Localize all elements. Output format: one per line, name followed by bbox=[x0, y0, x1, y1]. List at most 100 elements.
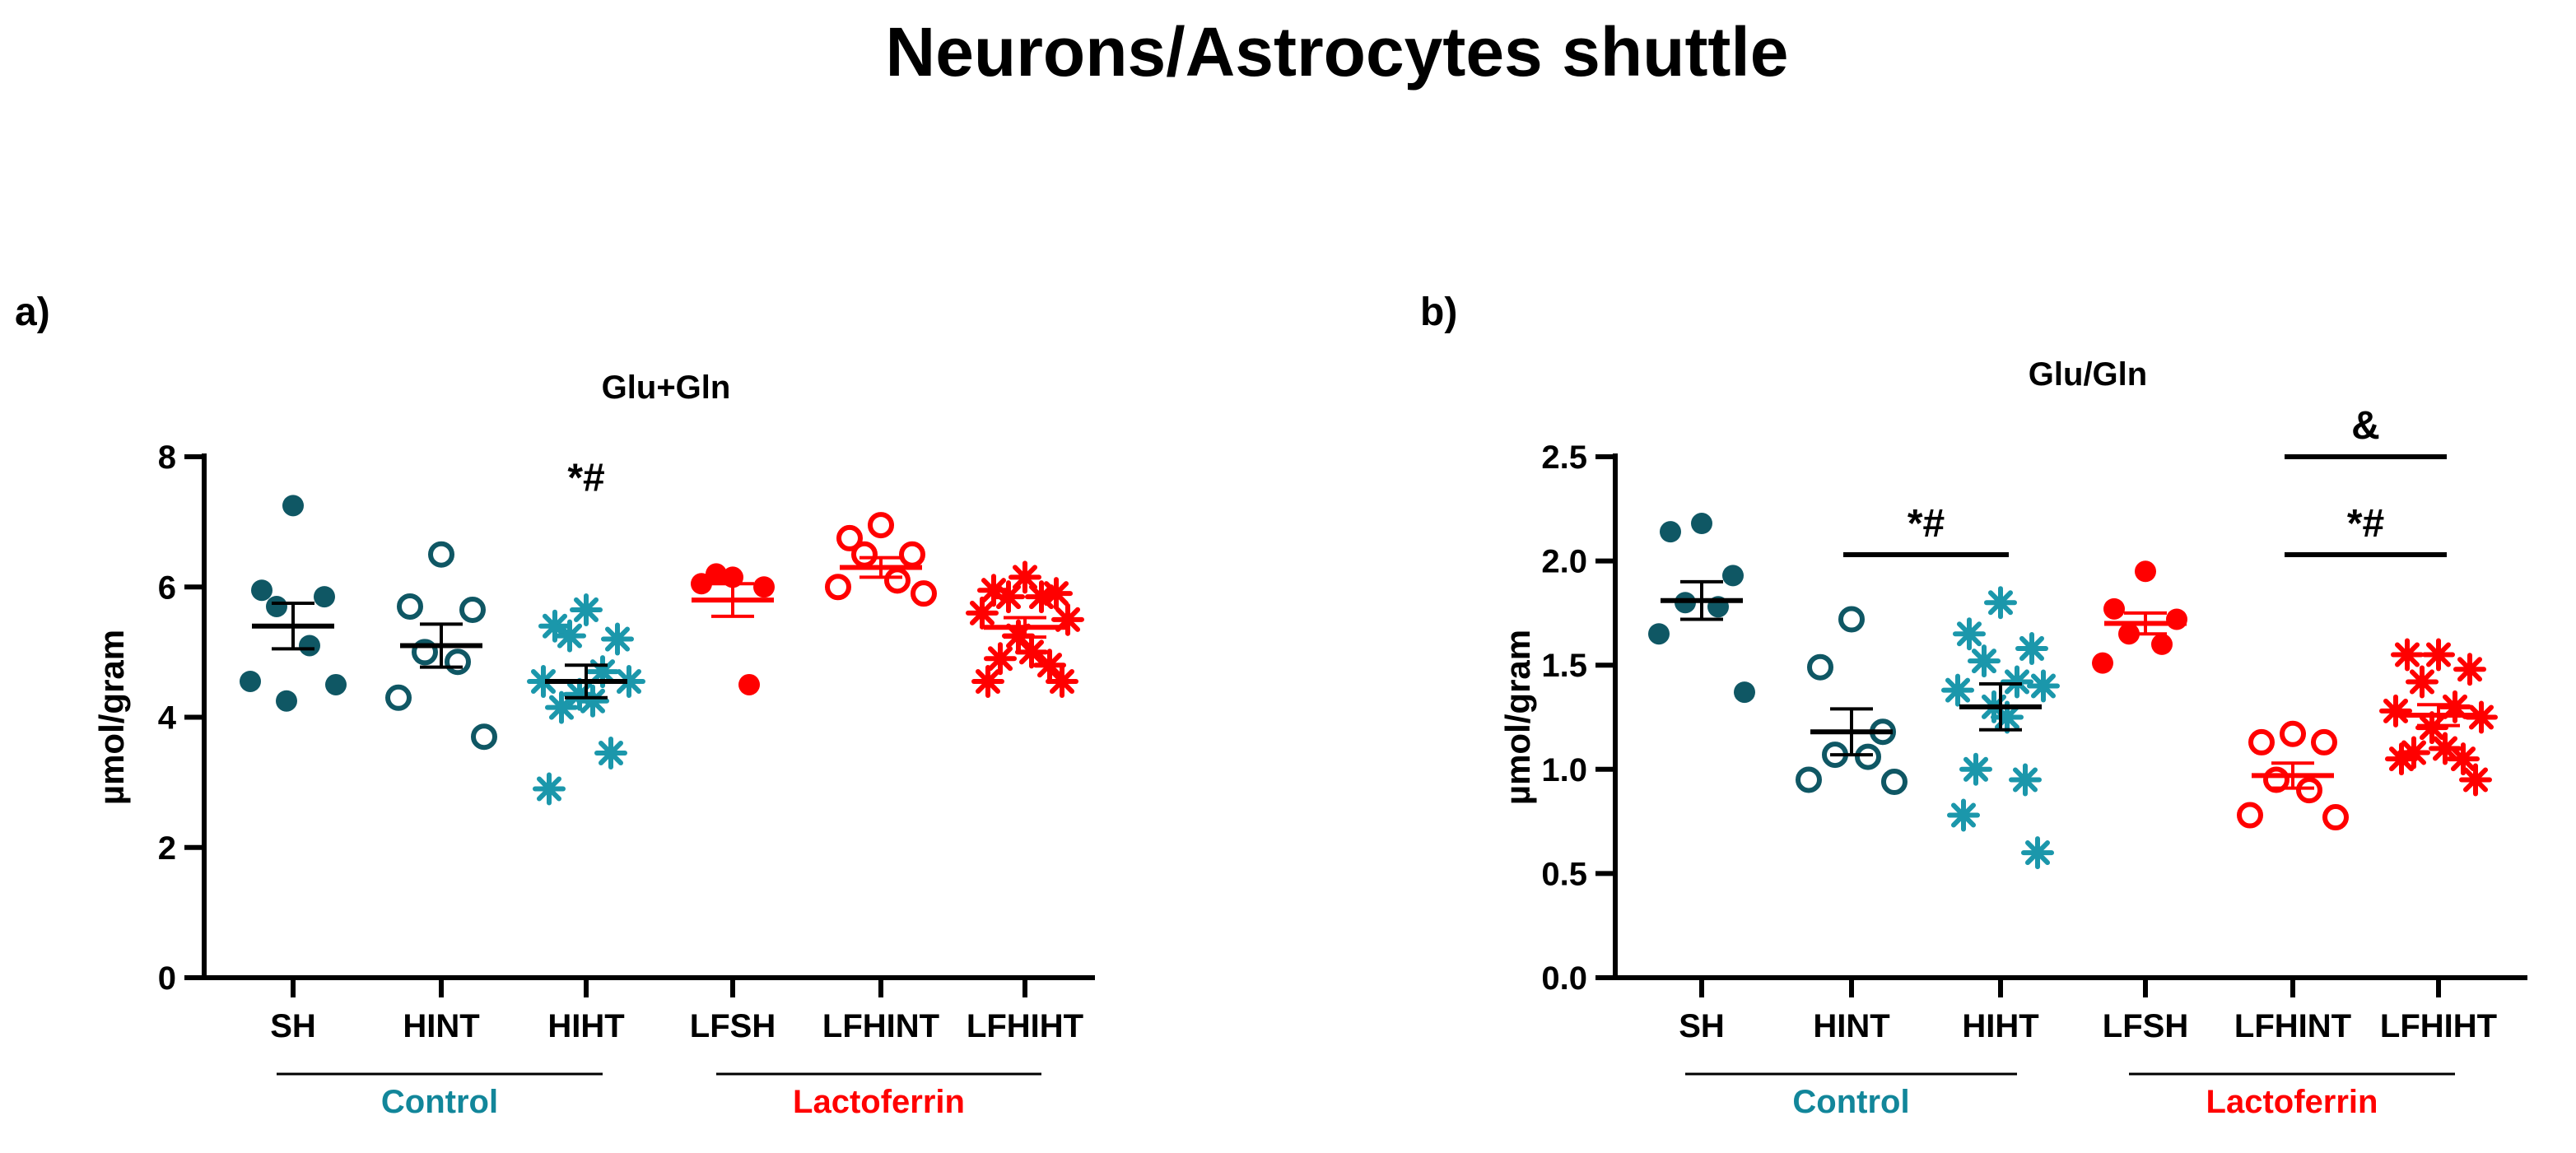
data-point-asterisk bbox=[2429, 732, 2462, 765]
data-point-asterisk bbox=[1009, 560, 1041, 594]
asterisk-stroke bbox=[542, 613, 568, 639]
x-tick-label: LFSH bbox=[2103, 1008, 2188, 1044]
x-tick-label: HIHT bbox=[547, 1008, 624, 1044]
x-tick-label: LFHINT bbox=[822, 1008, 939, 1044]
data-point-asterisk bbox=[1033, 649, 1066, 682]
data-point-filled bbox=[325, 673, 347, 695]
group-label: Control bbox=[381, 1084, 498, 1120]
asterisk-stroke bbox=[580, 688, 606, 714]
data-point-asterisk bbox=[2015, 631, 2048, 665]
x-tick-label: LFHINT bbox=[2234, 1008, 2351, 1044]
x-tick-label: SH bbox=[270, 1008, 316, 1044]
asterisk-stroke bbox=[1043, 581, 1069, 607]
asterisk-stroke bbox=[2394, 642, 2420, 667]
x-tick-label: HINT bbox=[403, 1008, 479, 1044]
data-point-asterisk bbox=[576, 684, 609, 718]
data-point-asterisk bbox=[966, 596, 999, 630]
data-point-asterisk bbox=[601, 622, 634, 656]
data-point-filled bbox=[2092, 652, 2113, 674]
asterisk-stroke bbox=[2425, 642, 2452, 667]
data-point-open bbox=[1855, 743, 1881, 770]
asterisk-stroke bbox=[2450, 746, 2476, 772]
asterisk-stroke bbox=[2004, 669, 2030, 695]
data-point-filled bbox=[240, 670, 261, 692]
data-point-asterisk bbox=[1015, 635, 1048, 669]
data-point-filled bbox=[706, 563, 727, 585]
data-point-asterisk bbox=[2001, 665, 2033, 699]
data-point-open bbox=[911, 580, 937, 607]
significance-marker: & bbox=[2351, 404, 2380, 448]
data-point-open bbox=[1807, 653, 1833, 681]
data-point-open bbox=[2248, 728, 2275, 755]
asterisk-stroke bbox=[995, 584, 1022, 610]
asterisk-stroke bbox=[604, 626, 631, 652]
data-point-asterisk bbox=[594, 737, 627, 770]
data-point-filled bbox=[282, 495, 304, 517]
data-point-filled bbox=[1648, 623, 1670, 645]
data-point-asterisk bbox=[1959, 752, 1992, 786]
asterisk-stroke bbox=[2019, 635, 2045, 661]
data-point-filled bbox=[1722, 565, 1744, 587]
data-point-filled bbox=[738, 673, 760, 695]
asterisk-stroke bbox=[1036, 653, 1063, 678]
data-point-asterisk bbox=[2406, 665, 2439, 699]
data-point-asterisk bbox=[2465, 700, 2498, 734]
data-point-asterisk bbox=[570, 593, 603, 626]
asterisk-stroke bbox=[1012, 565, 1038, 590]
data-point-open bbox=[2237, 802, 2263, 829]
y-tick-label: 2.0 bbox=[1541, 544, 1587, 580]
data-point-filled bbox=[1734, 681, 1755, 704]
asterisk-stroke bbox=[589, 659, 616, 685]
asterisk-stroke bbox=[2383, 698, 2409, 723]
asterisk-stroke bbox=[1987, 590, 2014, 616]
data-point-open bbox=[2296, 777, 2322, 804]
data-point-asterisk bbox=[1046, 664, 1078, 698]
asterisk-stroke bbox=[1971, 649, 1997, 674]
data-point-asterisk bbox=[2027, 669, 2060, 703]
asterisk-stroke bbox=[530, 668, 557, 695]
data-point-open bbox=[851, 541, 878, 568]
data-point-open bbox=[1838, 606, 1865, 633]
asterisk-stroke bbox=[1950, 802, 1977, 828]
data-point-open bbox=[2322, 804, 2349, 831]
data-point-open bbox=[825, 574, 851, 601]
data-point-filled bbox=[2166, 608, 2187, 630]
data-point-open bbox=[2311, 728, 2337, 755]
data-point-filled bbox=[2103, 597, 2125, 620]
data-point-open bbox=[428, 541, 454, 568]
data-point-asterisk bbox=[1984, 586, 2017, 620]
y-tick-label: 6 bbox=[158, 570, 176, 606]
data-point-open bbox=[1796, 766, 1822, 793]
group-label: Lactoferrin bbox=[793, 1084, 965, 1120]
y-tick-label: 0 bbox=[158, 960, 176, 997]
x-tick-label: LFHIHT bbox=[967, 1008, 1083, 1044]
data-point-open bbox=[397, 593, 423, 620]
asterisk-stroke bbox=[598, 740, 624, 766]
asterisk-stroke bbox=[975, 668, 1001, 695]
chart-title: Glu/Gln bbox=[2029, 356, 2147, 393]
asterisk-stroke bbox=[548, 695, 575, 720]
asterisk-stroke bbox=[2462, 767, 2489, 793]
y-tick-label: 1.0 bbox=[1541, 752, 1587, 788]
asterisk-stroke bbox=[981, 578, 1007, 603]
data-point-filled bbox=[753, 576, 775, 598]
chart-title: Glu+Gln bbox=[602, 370, 731, 406]
data-point-asterisk bbox=[2009, 763, 2042, 797]
data-point-asterisk bbox=[1025, 580, 1058, 614]
significance-marker: *# bbox=[1908, 502, 1945, 546]
y-tick-label: 4 bbox=[158, 700, 177, 737]
data-point-open bbox=[471, 723, 497, 751]
data-point-asterisk bbox=[992, 580, 1025, 614]
asterisk-stroke bbox=[1963, 756, 1989, 782]
asterisk-stroke bbox=[573, 597, 599, 622]
asterisk-stroke bbox=[1956, 621, 1982, 647]
asterisk-stroke bbox=[557, 623, 583, 649]
x-tick-label: SH bbox=[1679, 1008, 1725, 1044]
y-tick-label: 2 bbox=[158, 830, 176, 867]
asterisk-stroke bbox=[2409, 669, 2435, 695]
y-axis-label: µmol/gram bbox=[1498, 630, 1537, 805]
data-point-asterisk bbox=[2447, 742, 2480, 776]
data-point-filled bbox=[2135, 560, 2156, 583]
asterisk-stroke bbox=[1945, 677, 1971, 703]
